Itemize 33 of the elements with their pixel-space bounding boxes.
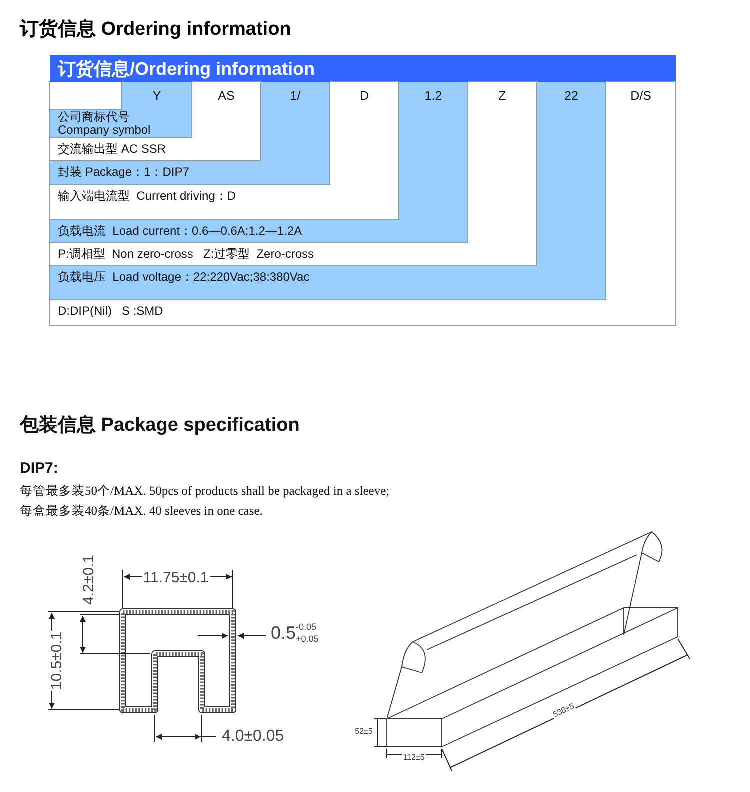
dimension-text: 11.75±0.1 (142, 570, 210, 586)
code-text: D/S (630, 88, 652, 105)
code-text: 1/ (289, 88, 302, 105)
dimension-text: 0.5 (271, 624, 296, 644)
subheading: DIP7: (20, 461, 58, 478)
description-text: 封装 Package：1：DIP7 (58, 165, 190, 179)
dimension-text: 10.5±0.1 (50, 630, 64, 692)
code-text: Z (498, 88, 508, 105)
code-text: AS (217, 88, 236, 105)
description-text: 输入端电流型 Current driving：D (58, 189, 238, 203)
dimension-text: 4.2±0.1 (82, 554, 96, 606)
dimension-text: 52±5 (354, 728, 374, 736)
dimension-text: 112±5 (402, 754, 426, 762)
section-heading: 包装信息 Package specification (20, 416, 300, 437)
description-text: 公司商标代号 Company symbol (58, 111, 152, 137)
tolerance-text: -0.05 (296, 623, 317, 633)
dimension-text: 538±5 (551, 702, 577, 720)
code-text: 1.2 (424, 88, 444, 105)
description-text: D:DIP(Nil) S :SMD (58, 304, 164, 318)
table-header-text: 订货信息/Ordering information (58, 59, 316, 79)
dimension-text: 4.0±0.05 (222, 728, 284, 746)
note-text: 每盒最多装40条/MAX. 40 sleeves in one case. (20, 505, 263, 519)
code-text: Y (152, 88, 162, 105)
description-text: 负载电压 Load voltage：22:220Vac;38:380Vac (58, 270, 311, 284)
table-header-band (50, 55, 676, 82)
description-text: P:调相型 Non zero-cross Z:过零型 Zero-cross (58, 247, 316, 261)
code-text: D (358, 88, 370, 105)
description-text: 负载电流 Load current：0.6—0.6A;1.2—1.2A (58, 224, 304, 238)
section-heading: 订货信息 Ordering information (20, 18, 292, 42)
note-text: 每管最多装50个/MAX. 50pcs of products shall be packaged in a sleeve; (20, 485, 390, 499)
description-text: 交流输出型 AC SSR (58, 142, 168, 156)
tolerance-text: +0.05 (296, 635, 319, 645)
code-text: 22 (564, 88, 580, 105)
